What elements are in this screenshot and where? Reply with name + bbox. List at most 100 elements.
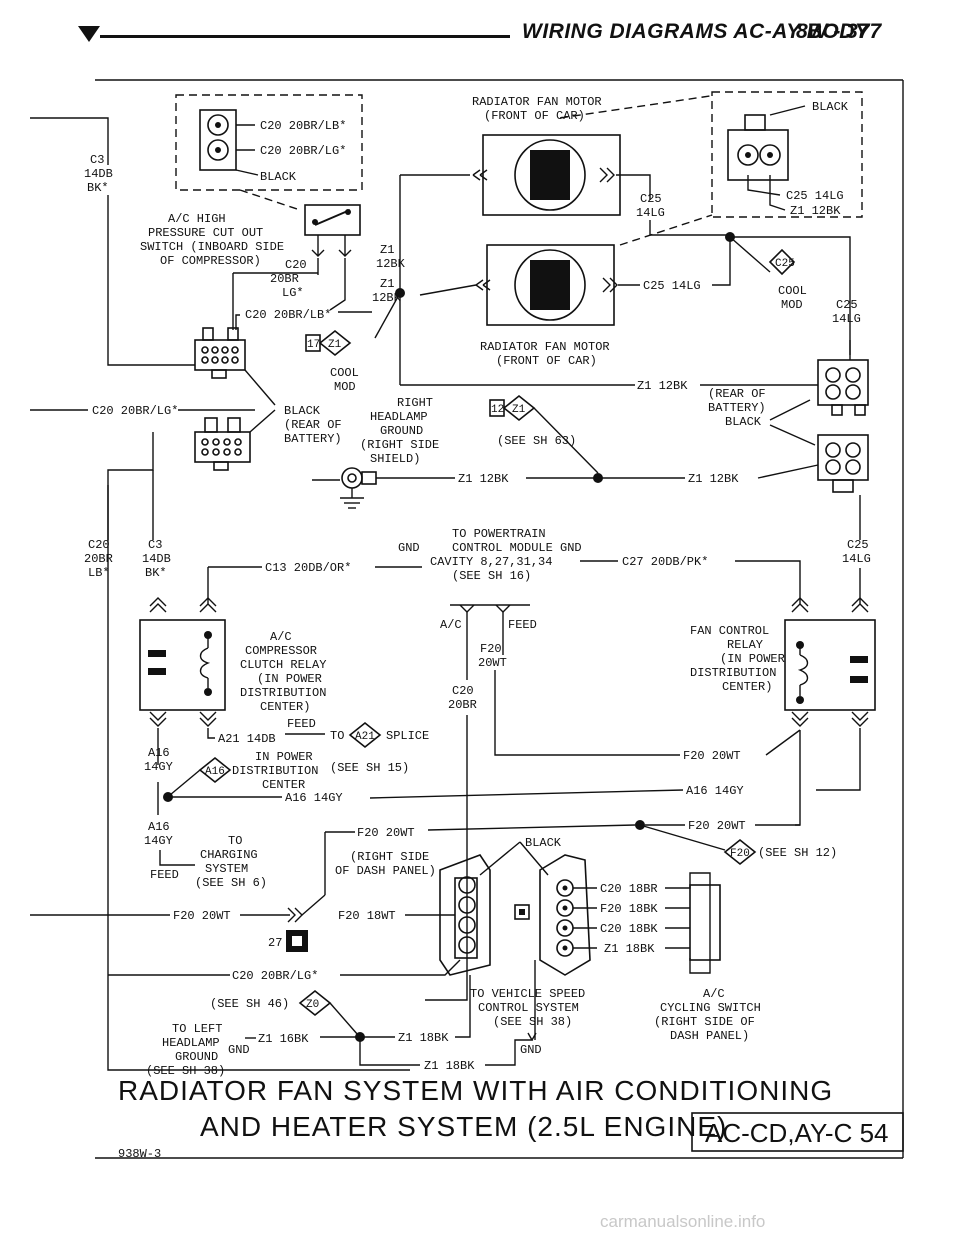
f20-d-label: F20 20WT [688, 819, 746, 833]
c20-label-1: C20 [285, 258, 307, 272]
c25-top-label-2: 14LG [636, 206, 665, 220]
right-headlamp-1: RIGHT [397, 396, 433, 410]
header-title: WIRING DIAGRAMS AC-AY BODY [522, 20, 870, 43]
ground-eyelet-icon [312, 467, 377, 509]
c3-left-col-2: 14DB [142, 552, 171, 566]
ac-switch-label-1: A/C HIGH [168, 212, 226, 226]
in-power-3: CENTER [262, 778, 305, 792]
z0-to-junction [329, 1002, 359, 1036]
ac-cycling-1: A/C [703, 987, 725, 1001]
c20-left-col-3: LB* [88, 566, 110, 580]
switch-outline-leader [239, 189, 301, 211]
radiator-motor-bottom-box [486, 244, 615, 326]
cycling-switch-icon [665, 872, 721, 974]
rear-battery-right-1: (REAR OF [708, 387, 766, 401]
ac-relay-5: DISTRIBUTION [240, 686, 326, 700]
black-conn-label: BLACK [525, 836, 562, 850]
radiator-top-title-2: (FRONT OF CAR) [484, 109, 585, 123]
footer-title-line1: RADIATOR FAN SYSTEM WITH AIR CONDITIONIN… [118, 1075, 833, 1106]
motor-top-right-lead [616, 174, 651, 200]
c20-lb-label: C20 20BR/LB* [245, 308, 331, 322]
see-sh15-label: (SEE SH 15) [330, 761, 409, 775]
to-charging-1: TO [228, 834, 242, 848]
f20-splice-leader [301, 894, 326, 916]
c27-wire-right [735, 560, 801, 605]
see-sh46-label: (SEE SH 46) [210, 997, 289, 1011]
top-right-connector-icon [727, 114, 789, 181]
battery-connector-1-icon [817, 359, 869, 416]
c3-label-2: 14DB [84, 167, 113, 181]
fan-relay-2: RELAY [727, 638, 763, 652]
f20-v-1: F20 [480, 642, 502, 656]
c3-left-col-3: BK* [145, 566, 167, 580]
ac-switch-label-2: PRESSURE CUT OUT [148, 226, 263, 240]
powertrain-4: (SEE SH 16) [452, 569, 531, 583]
cool-mod-right-2: MOD [781, 298, 803, 312]
a16-c-label: A16 14GY [686, 784, 744, 798]
top-right-c25-lead [747, 175, 781, 196]
black-rear-left-3: BATTERY) [284, 432, 342, 446]
z1-b-label-2: 12BK [372, 291, 402, 305]
left-conn2-down-wire [107, 432, 154, 540]
left-headlamp-4: (SEE SH 38) [146, 1064, 225, 1078]
ac-feed-1: A/C [440, 618, 462, 632]
ac-switch-label-4: OF COMPRESSOR) [160, 254, 261, 268]
splice-a21-label: A21 [355, 731, 375, 743]
top-right-c25-label: C25 14LG [786, 189, 844, 203]
vehicle-speed-1: TO VEHICLE SPEED [470, 987, 585, 1001]
a21-label: A21 14DB [218, 732, 276, 746]
header-rule [100, 35, 510, 38]
feed-charging-label: FEED [150, 868, 179, 882]
header-page-number: 8W - 377 [796, 20, 882, 43]
top-right-leader [619, 214, 713, 246]
radiator-motor-top-icon [472, 139, 615, 211]
radiator-bottom-title-2: (FRONT OF CAR) [496, 354, 597, 368]
right-dash-2: OF DASH PANEL) [335, 864, 436, 878]
f20-c-wire [427, 824, 636, 831]
z1-16bk-label: Z1 16BK [258, 1032, 309, 1046]
battery-connector-2-icon [817, 434, 869, 493]
in-power-2: DISTRIBUTION [232, 764, 318, 778]
left-headlamp-1: TO LEFT [172, 1022, 222, 1036]
f20-18wt-label: F20 18WT [338, 909, 396, 923]
cyc-pin2-label: F20 18BK [600, 902, 658, 916]
c3-label-3: BK* [87, 181, 109, 195]
splice-c25-icon [768, 248, 796, 276]
z1-18bk-b-lead [359, 1037, 420, 1066]
page-header: WIRING DIAGRAMS AC-AY BODY 8W - 377 [0, 18, 960, 58]
rear-battery-lead-down [769, 424, 816, 446]
splice12-to-junction3 [533, 407, 599, 474]
z1-to-battery-conn2 [757, 464, 819, 479]
watermark-text: carmanualsonline.info [600, 1212, 766, 1231]
c3-down-wire [107, 195, 195, 366]
top-right-z1-lead [769, 175, 786, 211]
a16-d-1: A16 [148, 820, 170, 834]
a16-d-2: 14GY [144, 834, 173, 848]
c13-label: C13 20DB/OR* [265, 561, 351, 575]
c25-far-2: 14LG [842, 552, 871, 566]
ac-cycling-3: (RIGHT SIDE OF [654, 1015, 755, 1029]
f20-inline-connector-icon [287, 907, 303, 923]
top-right-black-label: BLACK [812, 100, 849, 114]
splice-a16-icon [198, 756, 232, 784]
ac-relay-4: (IN POWER [257, 672, 322, 686]
cool-mod-left-1: COOL [330, 366, 359, 380]
to-charging-3: SYSTEM [205, 862, 248, 876]
top-right-connector-outline [711, 91, 863, 218]
to-charging-2: CHARGING [200, 848, 258, 862]
vehicle-speed-3: (SEE SH 38) [493, 1015, 572, 1029]
c25-far-1: C25 [847, 538, 869, 552]
c20-bottom-label: C20 20BR/LG* [232, 969, 318, 983]
fan-relay-3: (IN POWER [720, 652, 785, 666]
ac-relay-2: COMPRESSOR [245, 644, 317, 658]
charging-lead [159, 850, 195, 866]
ac-switch-label-3: SWITCH (INBOARD SIDE [140, 240, 284, 254]
c20-label-2: 20BR [270, 272, 299, 286]
motor-bottom-left-lead [419, 284, 477, 296]
c25-right-2: 14LG [832, 312, 861, 326]
right-headlamp-4: (RIGHT SIDE [360, 438, 439, 452]
ac-relay-3: CLUTCH RELAY [240, 658, 326, 672]
switch-wire-label-1: C20 20BR/LB* [260, 119, 346, 133]
rear-battery-right-3: BLACK [725, 415, 762, 429]
switch-lead-right [329, 258, 346, 311]
